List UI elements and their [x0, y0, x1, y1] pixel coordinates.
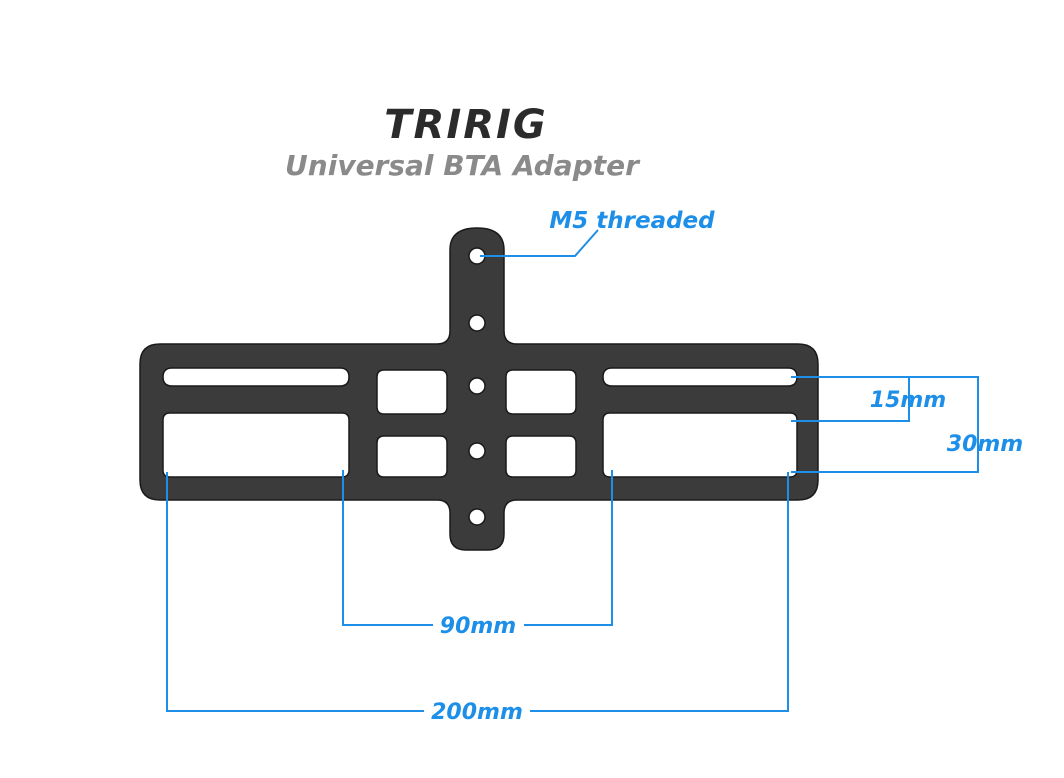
product-title: Universal BTA Adapter [285, 149, 641, 182]
slot-span-label: 30mm [947, 432, 1023, 457]
slot-gap-dimension-line [791, 376, 910, 422]
outer-span-dimension-line-right [530, 472, 789, 712]
slot-gap-label: 15mm [870, 388, 946, 413]
outer-span-label: 200mm [431, 700, 523, 725]
inner-span-dimension-line-right [524, 470, 613, 626]
brand-logo: TRIRIG [384, 102, 547, 148]
inner-span-dimension-line [342, 470, 433, 626]
plate-body [139, 227, 819, 551]
adapter-plate [139, 227, 819, 551]
thread-leader-line [480, 229, 599, 257]
outer-span-dimension-line [166, 472, 424, 712]
thread-label: M5 threaded [549, 208, 715, 234]
inner-span-label: 90mm [440, 614, 516, 639]
slot-span-dimension-line [791, 376, 979, 473]
dimension-lines [166, 229, 979, 712]
